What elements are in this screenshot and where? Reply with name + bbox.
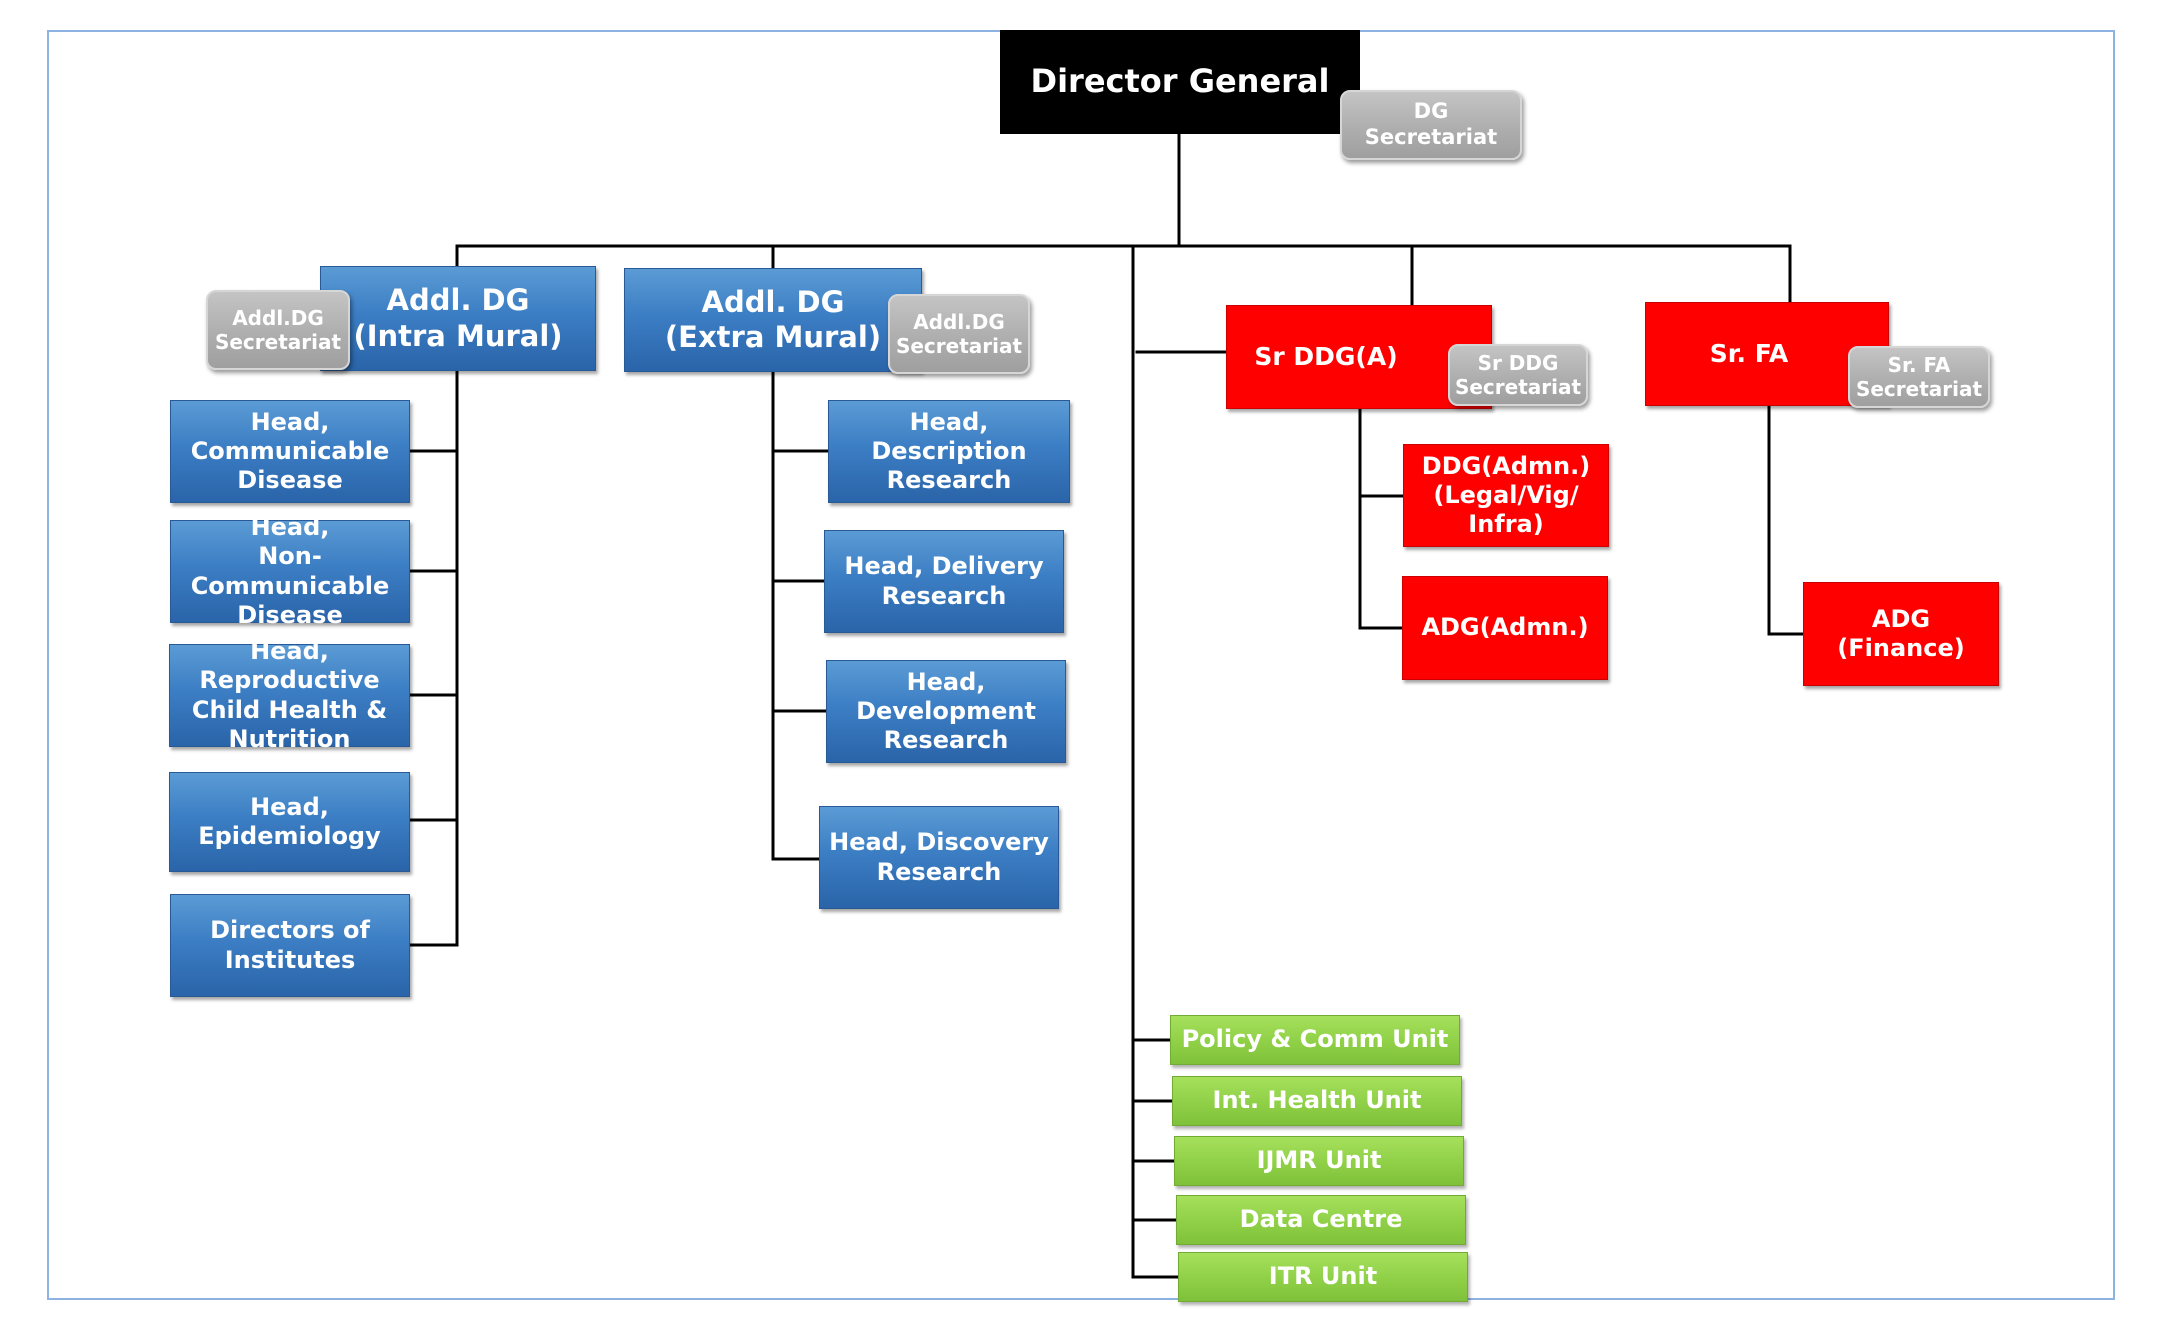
extra-unit-delivery-research: Head, Delivery Research [824,530,1064,633]
intra-unit-directors-of-institutes: Directors of Institutes [170,894,410,997]
int-health-unit-box: Int. Health Unit [1172,1076,1462,1126]
itr-unit-box: ITR Unit [1178,1252,1468,1302]
director-general-box: Director General [1000,30,1360,134]
dg-secretariat-box: DG Secretariat [1340,90,1522,160]
adg-finance-box: ADG (Finance) [1803,582,1999,686]
policy-comm-unit-box: Policy & Comm Unit [1170,1015,1460,1065]
intra-unit-epidemiology: Head, Epidemiology [169,772,410,872]
extra-unit-description-research: Head, Description Research [828,400,1070,503]
intra-unit-communicable-disease: Head, Communicable Disease [170,400,410,503]
addl-dg-extra-secretariat-box: Addl.DG Secretariat [888,294,1030,374]
sr-ddg-box: Sr DDG(A) [1226,305,1492,409]
adg-admn-box: ADG(Admn.) [1402,576,1608,680]
ijmr-unit-box: IJMR Unit [1174,1136,1464,1186]
intra-unit-reproductive-child-health: Head, Reproductive Child Health & Nutrit… [169,637,410,753]
addl-dg-extra-mural-box: Addl. DG (Extra Mural) [624,268,922,372]
ddg-admn-legal-vig-infra-box: DDG(Admn.) (Legal/Vig/ Infra) [1403,444,1609,547]
sr-fa-secretariat-box: Sr. FA Secretariat [1848,346,1990,408]
sr-ddg-secretariat-box: Sr DDG Secretariat [1448,344,1588,406]
extra-unit-development-research: Head, Development Research [826,660,1066,763]
data-centre-box: Data Centre [1176,1195,1466,1245]
extra-unit-discovery-research: Head, Discovery Research [819,806,1059,909]
addl-dg-intra-secretariat-box: Addl.DG Secretariat [206,290,350,370]
addl-dg-intra-mural-box: Addl. DG (Intra Mural) [320,266,596,371]
intra-unit-non-communicable-disease: Head, Non- Communicable Disease [170,513,410,629]
